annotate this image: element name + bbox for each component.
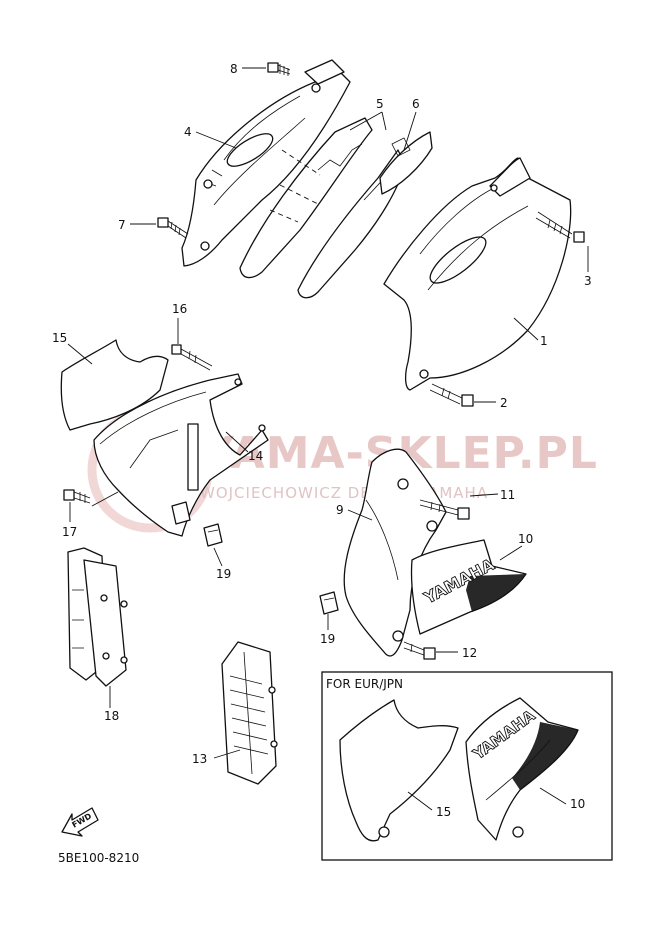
callout-9: 9	[336, 503, 344, 517]
bolt-16-icon	[171, 344, 213, 371]
watermark-subtitle: WOJCIECHOWICZ DEALER YAMAHA	[200, 484, 488, 502]
callout-15: 15	[52, 331, 67, 345]
bolt-7-icon	[157, 217, 189, 239]
callout-12: 12	[462, 646, 477, 660]
clip-19b-icon	[319, 591, 339, 615]
part-1-side-cover	[383, 157, 572, 391]
callout-5: 5	[376, 97, 384, 111]
bolt-12-icon	[403, 641, 436, 660]
part-5-graphic-strips	[239, 117, 406, 299]
leader-lines	[67, 67, 589, 811]
part-13-radiator-grille	[221, 641, 278, 785]
callout-19a: 19	[216, 567, 231, 581]
inset-title: FOR EUR/JPN	[326, 677, 403, 691]
callout-2: 2	[500, 396, 508, 410]
callout-14: 14	[248, 449, 263, 463]
callout-8: 8	[230, 62, 238, 76]
part-14-air-scoop	[93, 373, 269, 537]
bolt-11-icon	[419, 499, 470, 520]
bolt-17-icon	[63, 489, 91, 504]
callout-10: 10	[518, 532, 533, 546]
part-10-yamaha-graphic: YAMAHA	[410, 539, 527, 635]
callout-17: 17	[62, 525, 77, 539]
callout-13: 13	[192, 752, 207, 766]
part-18-radiator-guard	[67, 547, 128, 687]
part-9-side-cover	[343, 448, 447, 657]
callout-4: 4	[184, 125, 192, 139]
clip-19a-icon	[203, 523, 223, 547]
callout-16: 16	[172, 302, 187, 316]
callout-11: 11	[500, 488, 515, 502]
callout-1: 1	[540, 334, 548, 348]
callout-7: 7	[118, 218, 126, 232]
bolt-2-icon	[429, 383, 474, 407]
callout-10-inset: 10	[570, 797, 585, 811]
callout-6: 6	[412, 97, 420, 111]
callout-19b: 19	[320, 632, 335, 646]
callout-18: 18	[104, 709, 119, 723]
bolt-3-icon	[535, 211, 585, 243]
fwd-arrow-icon: FWD	[61, 807, 99, 837]
inset-eur-jpn: FOR EUR/JPN YAMAHA	[321, 671, 613, 861]
figure-code: 5BE100-8210	[58, 851, 139, 865]
part-4-side-cover	[181, 59, 351, 267]
callout-numbers: 8 4 5 6 7 3 1 2 16 15 14 17 19 11 9 10 1…	[52, 62, 592, 819]
callout-15-inset: 15	[436, 805, 451, 819]
part-6-small-decal	[379, 131, 433, 195]
part-15-panel-upper	[60, 339, 169, 431]
callout-3: 3	[584, 274, 592, 288]
bolt-8-icon	[267, 62, 291, 76]
